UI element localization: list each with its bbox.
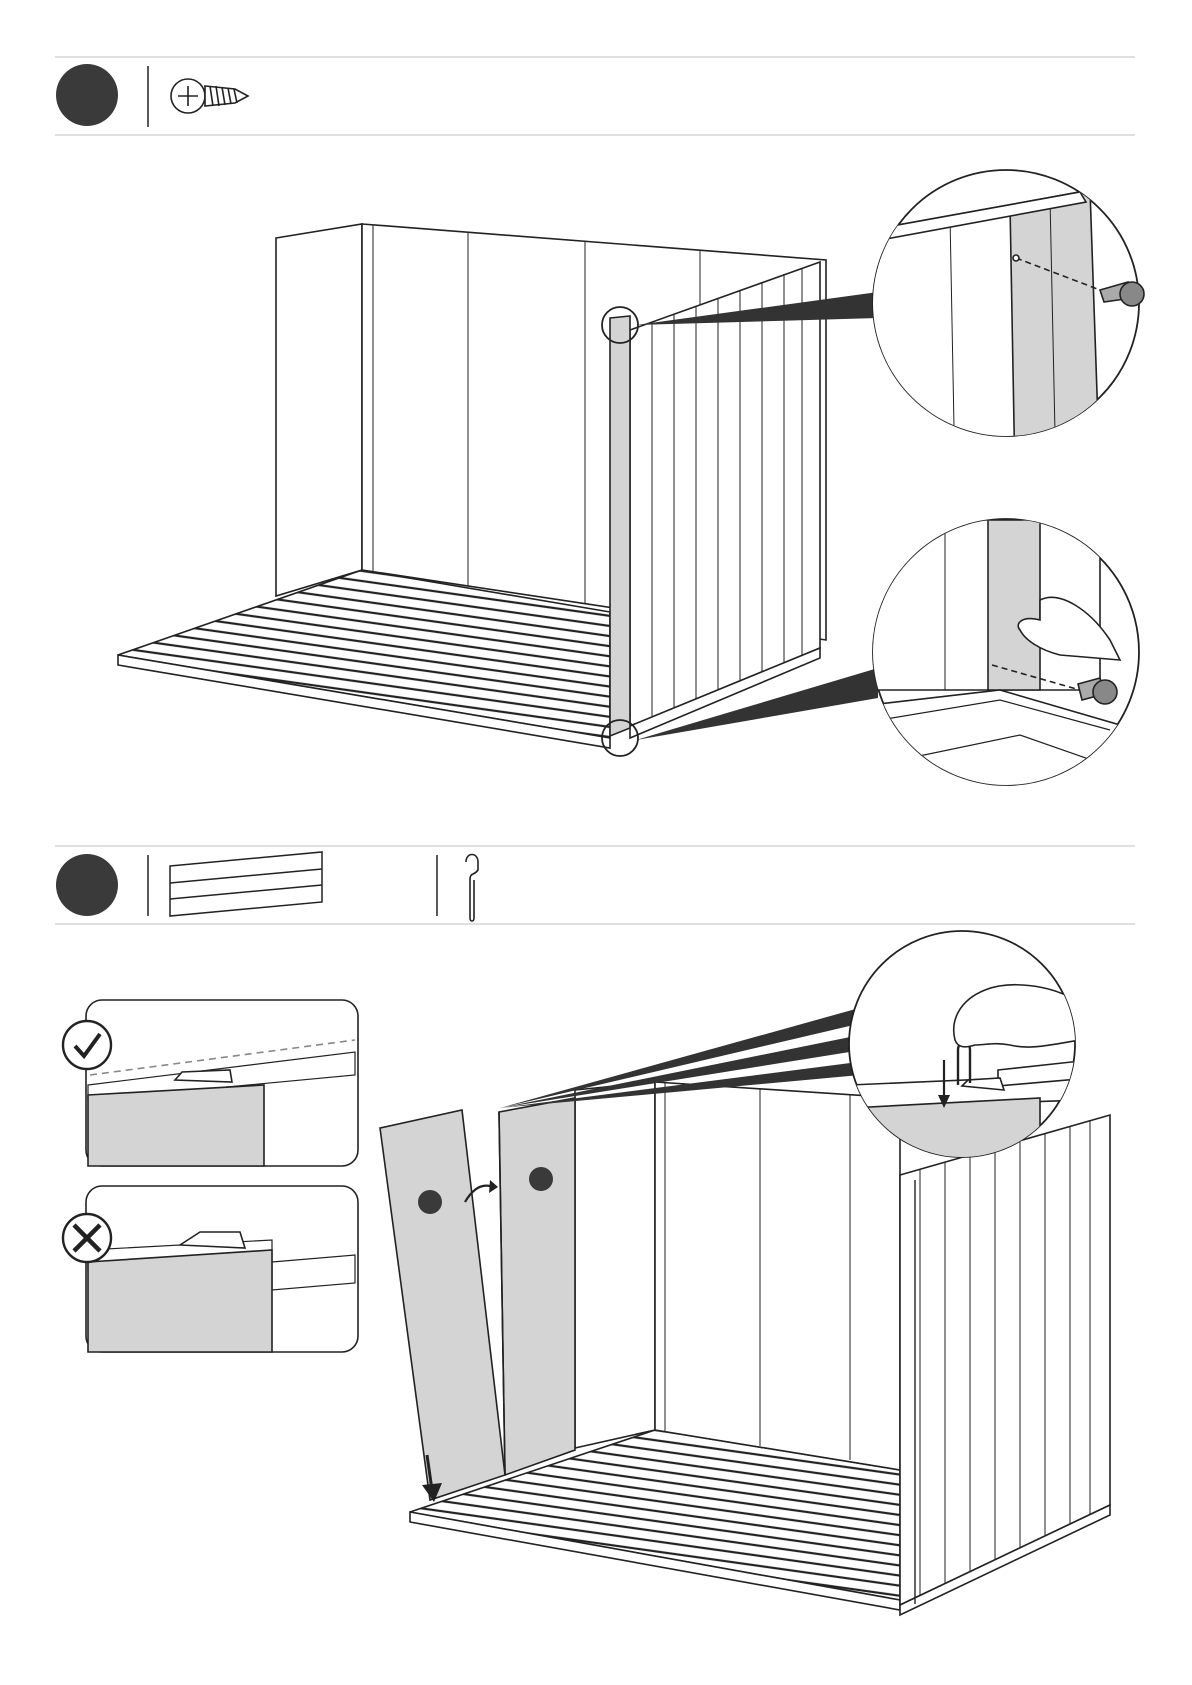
clip-icon bbox=[466, 855, 478, 922]
step-number-badge bbox=[56, 64, 118, 126]
step-2-header bbox=[55, 846, 1135, 924]
step-number-badge bbox=[56, 854, 118, 916]
panel-marker-1 bbox=[418, 1190, 442, 1214]
step-1-shed-drawing bbox=[118, 224, 878, 756]
callout-panel-incorrect bbox=[88, 1250, 272, 1352]
panel-marker-2 bbox=[529, 1167, 553, 1191]
front-panel-installed bbox=[499, 1098, 575, 1475]
screw-icon bbox=[171, 79, 248, 113]
back-wall-left bbox=[276, 224, 362, 596]
side-wall bbox=[900, 1115, 1110, 1605]
step-1-header bbox=[55, 57, 1135, 135]
check-icon bbox=[63, 1021, 111, 1069]
callout-panel-correct bbox=[88, 1085, 264, 1166]
wall-panel-icon bbox=[170, 852, 322, 916]
incorrect-fit-callout bbox=[63, 1186, 358, 1352]
corner-post bbox=[610, 316, 630, 736]
detail-screw-bottom bbox=[1078, 678, 1117, 704]
front-panel-new bbox=[380, 1110, 505, 1500]
top-screw-detail bbox=[870, 170, 1144, 480]
detail-post-top bbox=[1010, 190, 1100, 480]
bottom-screw-detail bbox=[870, 519, 1139, 800]
back-wall bbox=[575, 1082, 655, 1448]
detail-post-bottom bbox=[988, 520, 1040, 690]
side-wall bbox=[630, 262, 820, 726]
correct-fit-callout bbox=[63, 1000, 358, 1166]
